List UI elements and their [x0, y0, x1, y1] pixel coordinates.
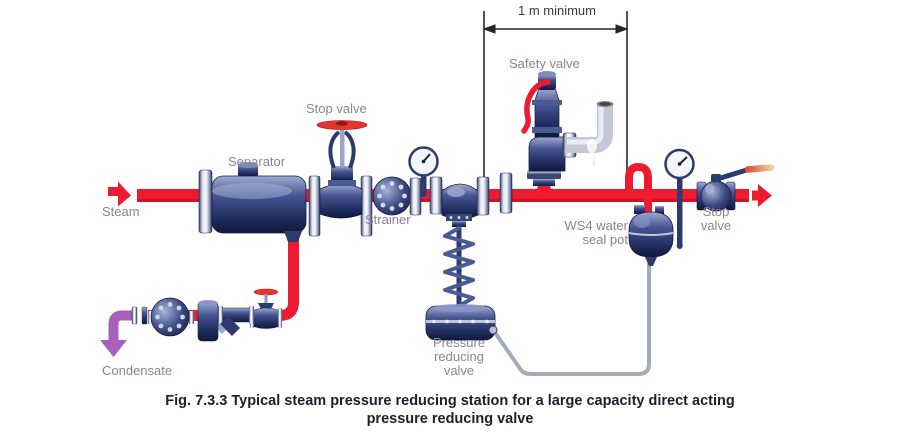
steam-label: Steam — [102, 204, 140, 219]
downstream-stop-valve-label-line1: Stop — [702, 204, 730, 219]
float-steam-trap — [148, 297, 194, 337]
condensate-label: Condensate — [102, 363, 173, 378]
prv-spring — [443, 224, 475, 308]
downstream-stop-valve-label-line2: valve — [700, 218, 732, 233]
loop-seal-pipe — [625, 162, 652, 213]
water-seal-pot-label-line1: WS4 water — [564, 218, 628, 233]
check-valve — [131, 306, 148, 325]
upstream-pressure-gauge — [408, 146, 439, 197]
downstream-stop-valve-label: Stop valve — [688, 205, 744, 233]
steam-outlet-arrow — [752, 184, 772, 207]
pressure-reducing-valve — [429, 172, 513, 227]
prv-label-line1: Pressure — [432, 335, 486, 350]
drain-isolation-valve — [250, 288, 282, 329]
condensate-pipe — [108, 310, 136, 336]
prv-label-line3: valve — [443, 363, 475, 378]
strainer-label: Strainer — [365, 212, 411, 227]
prv-label: Pressure reducing valve — [413, 336, 505, 378]
safety-valve — [521, 71, 577, 197]
separator-label: Separator — [228, 154, 286, 169]
water-seal-pot — [628, 205, 674, 266]
dimension-lines — [482, 11, 629, 185]
drain-y-strainer — [214, 306, 254, 336]
upstream-stop-valve — [308, 120, 373, 237]
upstream-stop-valve-label: Stop valve — [306, 101, 367, 116]
sight-glass — [197, 300, 219, 342]
prv-diaphragm-actuator — [425, 304, 498, 341]
steam-inlet-arrow — [108, 181, 131, 207]
figure-caption: Fig. 7.3.3 Typical steam pressure reduci… — [0, 392, 900, 428]
figure-caption-line2: pressure reducing valve — [366, 411, 534, 427]
separator-vessel — [198, 162, 307, 242]
safety-valve-label: Safety valve — [509, 56, 580, 71]
downstream-pressure-gauge — [664, 148, 695, 249]
strainer — [372, 176, 422, 216]
condensate-outlet-arrow — [100, 331, 127, 357]
safety-valve-discharge-pipe — [565, 101, 614, 166]
water-seal-pot-label-line2: seal pot — [582, 232, 628, 247]
prv-label-line2: reducing — [434, 349, 484, 364]
dimension-note-label: 1 m minimum — [517, 3, 596, 18]
pressure-sensing-line — [492, 262, 651, 376]
water-seal-pot-label: WS4 water seal pot — [540, 219, 628, 247]
figure-caption-line1: Fig. 7.3.3 Typical steam pressure reduci… — [165, 393, 735, 409]
downstream-stop-valve — [696, 164, 775, 212]
